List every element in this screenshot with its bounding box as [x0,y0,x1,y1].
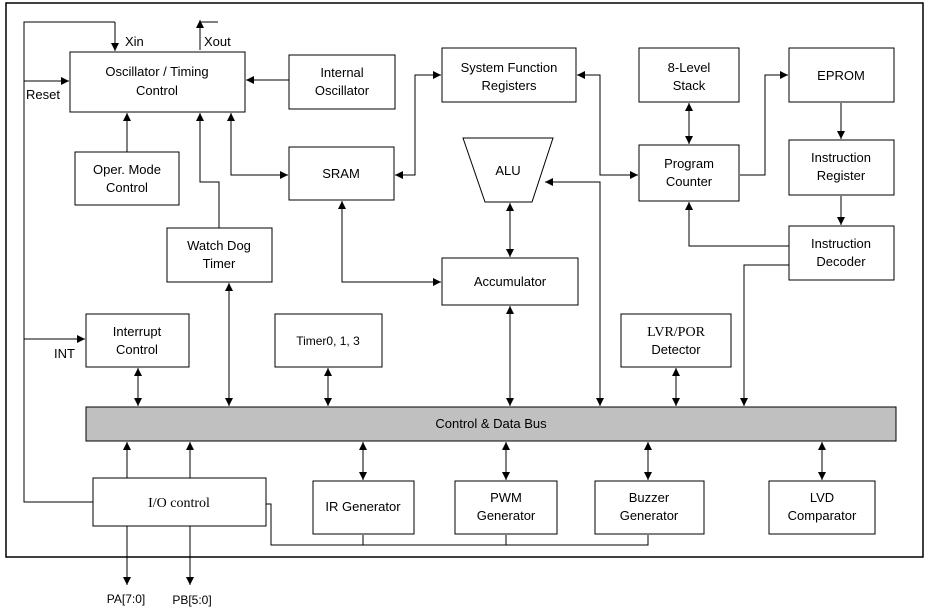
svg-text:Interrupt: Interrupt [113,324,162,339]
buzzer-generator-block: Buzzer Generator [594,480,705,535]
xin-label: Xin [125,34,144,49]
int-label: INT [54,346,75,361]
svg-text:PWM: PWM [490,490,522,505]
svg-text:Control & Data Bus: Control & Data Bus [435,416,547,431]
timer-block: Timer0, 1, 3 [274,313,383,368]
svg-text:Watch Dog: Watch Dog [187,238,251,253]
program-counter-block: Program Counter [638,144,740,202]
svg-text:Oper. Mode: Oper. Mode [93,162,161,177]
svg-text:LVR/POR: LVR/POR [647,325,706,340]
svg-text:Control: Control [106,180,148,195]
lvd-comparator-block: LVD Comparator [768,480,876,535]
ir-generator-block: IR Generator [312,480,415,535]
io-control-block: I/O control [92,477,267,527]
pa-label: PA[7:0] [107,592,145,606]
accumulator-block: Accumulator [441,257,579,306]
interrupt-control-block: Interrupt Control [85,313,190,368]
svg-text:Instruction: Instruction [811,236,871,251]
svg-text:Register: Register [817,168,866,183]
svg-text:I/O control: I/O control [148,496,210,511]
svg-text:Timer0, 1, 3: Timer0, 1, 3 [296,334,360,348]
system-function-registers-block: System Function Registers [441,47,577,103]
connection-wires [23,20,845,585]
svg-text:SRAM: SRAM [322,166,360,181]
svg-text:Instruction: Instruction [811,150,871,165]
lvr-por-detector-block: LVR/POR Detector [620,313,732,368]
osc-line-2: Control [136,83,178,98]
svg-text:Stack: Stack [673,78,706,93]
svg-text:8-Level: 8-Level [668,60,711,75]
svg-text:Generator: Generator [477,508,536,523]
stack-block: 8-Level Stack [638,47,740,103]
instruction-decoder-block: Instruction Decoder [788,225,895,281]
svg-text:Internal: Internal [320,65,363,80]
svg-text:System Function: System Function [461,60,558,75]
control-data-bus: Control & Data Bus [85,406,897,442]
instruction-register-block: Instruction Register [788,139,895,196]
internal-oscillator-block: Internal Oscillator [288,54,396,110]
svg-text:Buzzer: Buzzer [629,490,670,505]
svg-text:Oscillator: Oscillator [315,83,370,98]
svg-text:Detector: Detector [651,342,701,357]
svg-text:Counter: Counter [666,174,713,189]
alu-block: ALU [462,137,554,203]
svg-text:LVD: LVD [810,490,834,505]
svg-text:Control: Control [116,342,158,357]
svg-text:Registers: Registers [482,78,537,93]
svg-text:Comparator: Comparator [788,508,857,523]
svg-text:Generator: Generator [620,508,679,523]
watch-dog-timer-block: Watch Dog Timer [166,227,273,283]
svg-text:IR Generator: IR Generator [325,499,401,514]
oscillator-timing-control-block: Oscillator / Timing Control [69,51,246,113]
svg-text:Decoder: Decoder [816,254,866,269]
osc-line-1: Oscillator / Timing [105,64,208,79]
xout-label: Xout [204,34,231,49]
reset-label: Reset [26,87,60,102]
eprom-block: EPROM [788,47,895,103]
svg-text:Program: Program [664,156,714,171]
svg-text:Timer: Timer [203,256,236,271]
outer-frame [5,2,924,558]
svg-text:Accumulator: Accumulator [474,274,547,289]
svg-text:EPROM: EPROM [817,68,865,83]
pwm-generator-block: PWM Generator [454,480,558,535]
sram-block: SRAM [288,146,395,201]
pb-label: PB[5:0] [172,593,211,607]
svg-text:ALU: ALU [495,163,520,178]
oper-mode-control-block: Oper. Mode Control [74,151,180,206]
